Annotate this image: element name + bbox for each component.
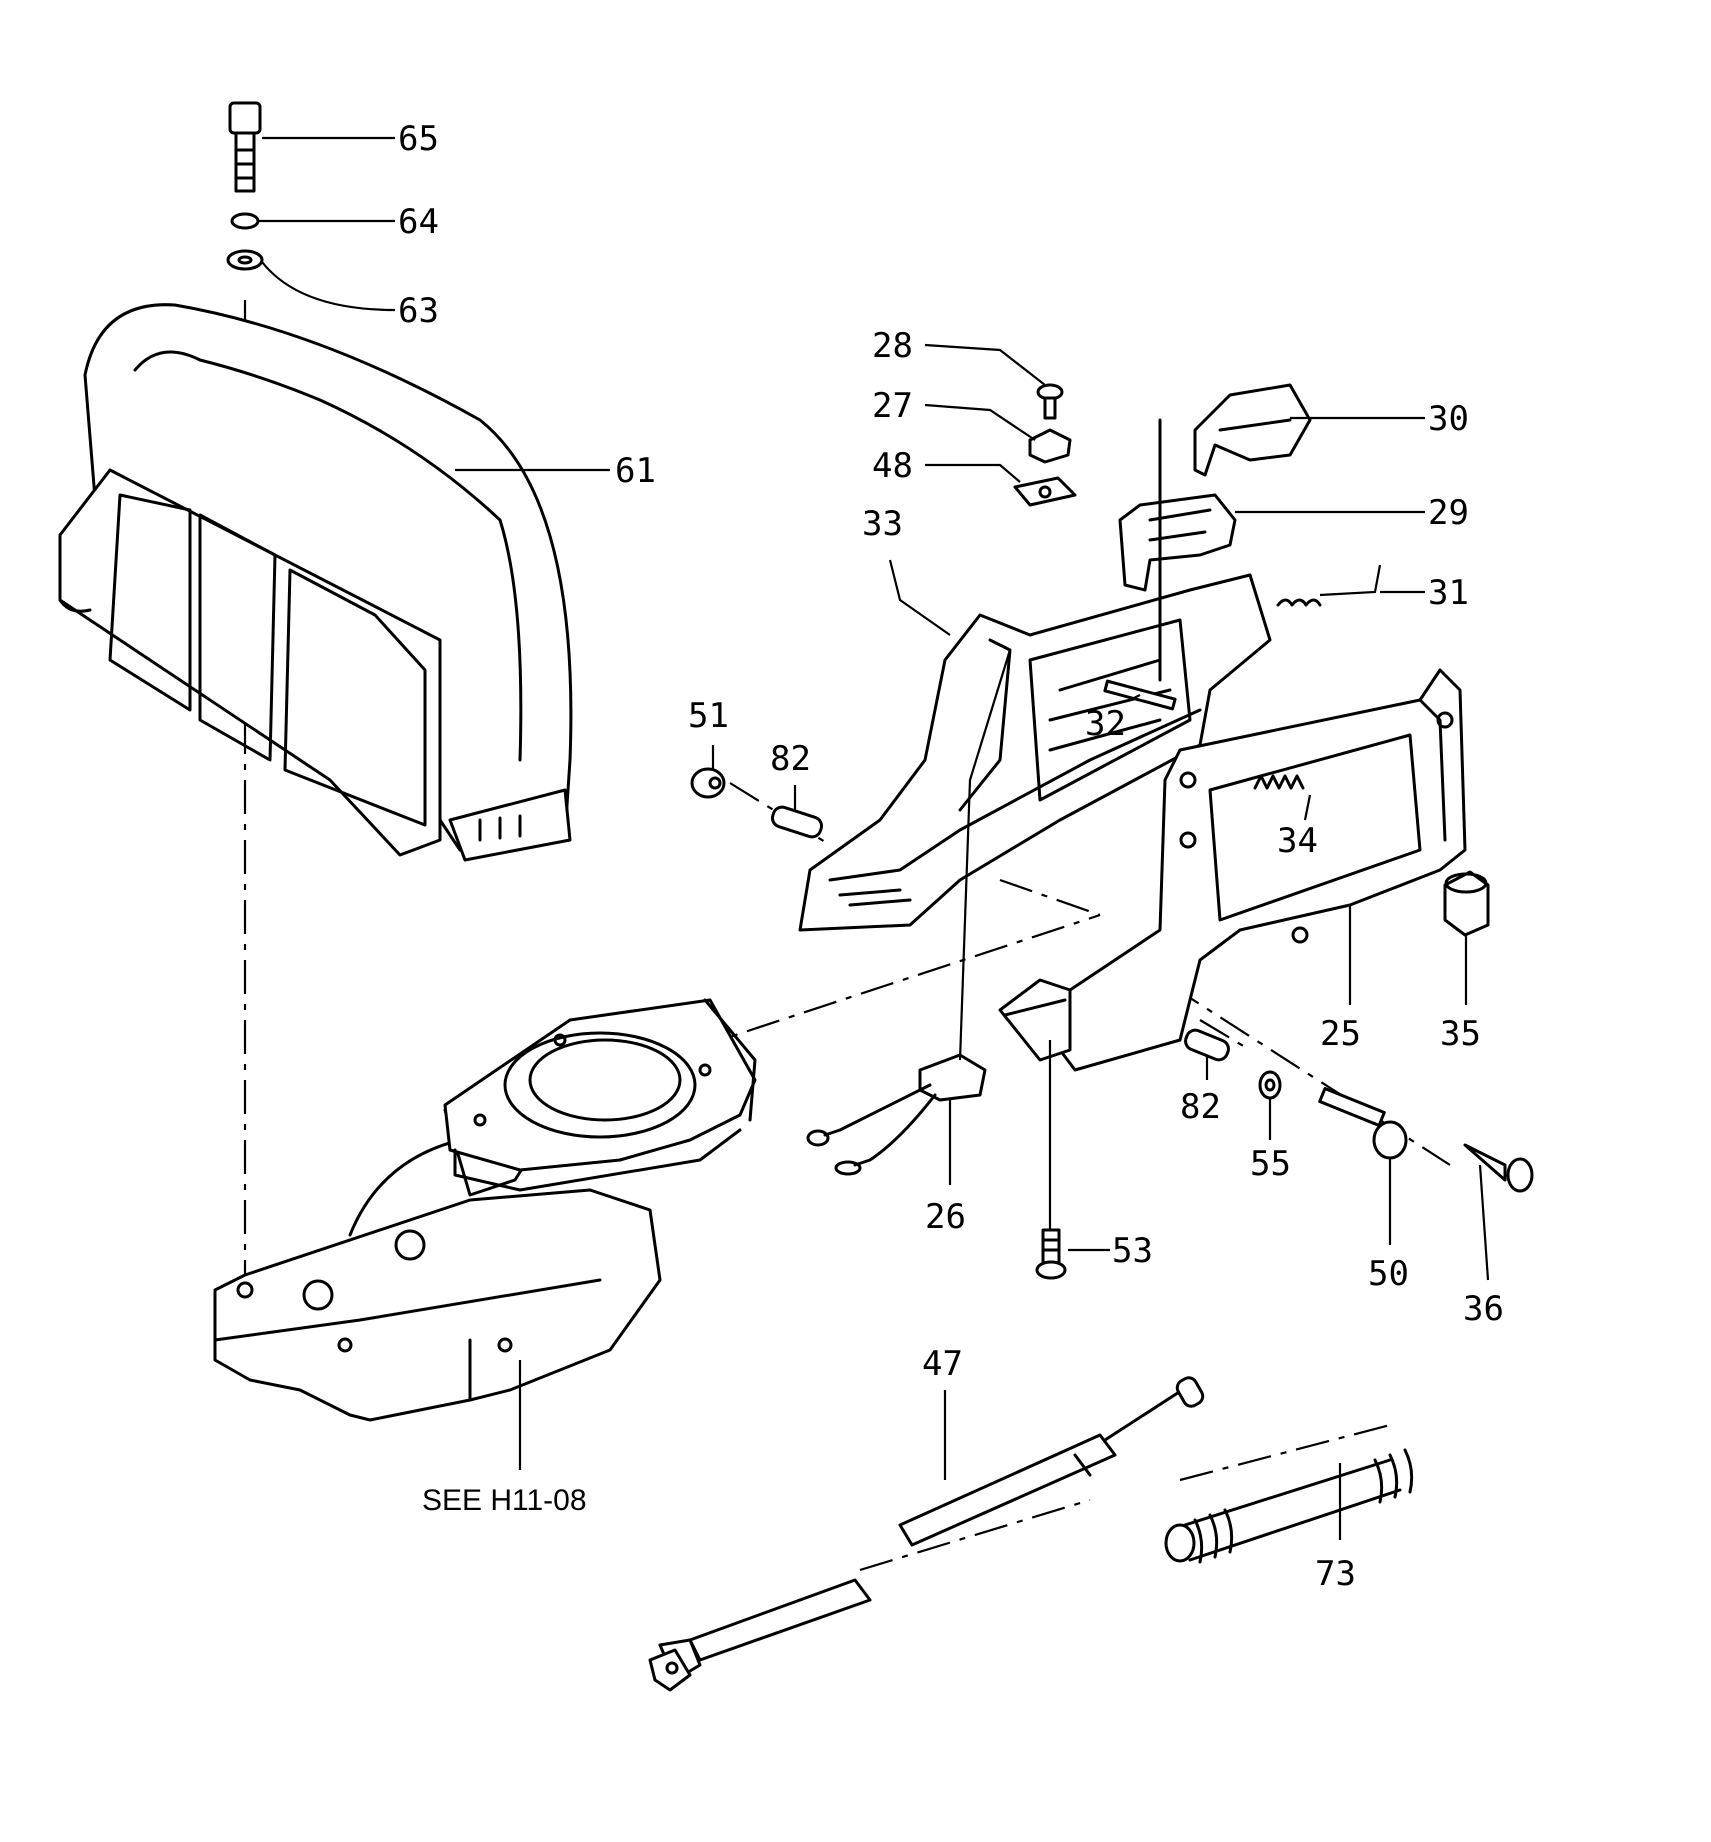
reference-note: SEE H11-08 <box>422 1484 587 1517</box>
spring-washer-64 <box>230 212 260 230</box>
callout-30: 30 <box>1428 399 1469 439</box>
bolt-65 <box>228 101 262 193</box>
callout-35: 35 <box>1440 1014 1481 1054</box>
handle-housing-33 <box>798 573 1272 932</box>
callout-labels: 65 64 63 61 28 27 48 33 30 29 31 32 51 8… <box>398 119 1504 1594</box>
leader-lines <box>258 136 1490 1540</box>
pin-82-upper <box>770 805 824 839</box>
clutch-housing <box>443 998 757 1192</box>
drive-shaft-73 <box>1164 1448 1414 1564</box>
washer-55 <box>1258 1070 1282 1100</box>
plate-48 <box>1013 476 1077 507</box>
callout-25: 25 <box>1320 1014 1361 1054</box>
callout-64: 64 <box>398 202 439 242</box>
switch-26 <box>806 1053 987 1176</box>
screw-36 <box>1463 1143 1534 1193</box>
callout-26: 26 <box>925 1197 966 1237</box>
callout-61: 61 <box>615 451 656 491</box>
front-handle-61 <box>58 303 573 862</box>
callout-73: 73 <box>1315 1554 1356 1594</box>
spring-34 <box>1253 774 1305 790</box>
callout-31: 31 <box>1428 573 1469 613</box>
washer-63 <box>226 249 264 271</box>
bolt-50 <box>1318 1087 1408 1160</box>
callout-48: 48 <box>872 446 913 486</box>
callout-82-upper: 82 <box>770 739 811 779</box>
callout-32: 32 <box>1085 704 1126 744</box>
callout-51: 51 <box>688 696 729 736</box>
callout-28: 28 <box>872 326 913 366</box>
torsion-spring-31 <box>1276 598 1322 607</box>
callout-36: 36 <box>1463 1289 1504 1329</box>
callout-47: 47 <box>922 1344 963 1384</box>
screw-53 <box>1035 1228 1067 1280</box>
collar-51 <box>690 767 726 799</box>
throttle-cable-47 <box>648 1376 1205 1692</box>
pin-82-lower <box>1184 1028 1230 1062</box>
throttle-cover-30 <box>1193 383 1312 477</box>
screw-28 <box>1036 383 1064 420</box>
cap-35 <box>1443 870 1490 937</box>
stopper-27 <box>1028 428 1072 464</box>
callout-33: 33 <box>862 504 903 544</box>
callout-50: 50 <box>1368 1254 1409 1294</box>
callout-27: 27 <box>872 386 913 426</box>
callout-29: 29 <box>1428 493 1469 533</box>
callout-55: 55 <box>1250 1144 1291 1184</box>
callout-82-lower: 82 <box>1180 1087 1221 1127</box>
callout-65: 65 <box>398 119 439 159</box>
callout-63: 63 <box>398 291 439 331</box>
rear-handle-25 <box>998 668 1467 1072</box>
callout-34: 34 <box>1277 821 1318 861</box>
throttle-lever-29 <box>1118 418 1237 682</box>
callout-53: 53 <box>1112 1231 1153 1271</box>
